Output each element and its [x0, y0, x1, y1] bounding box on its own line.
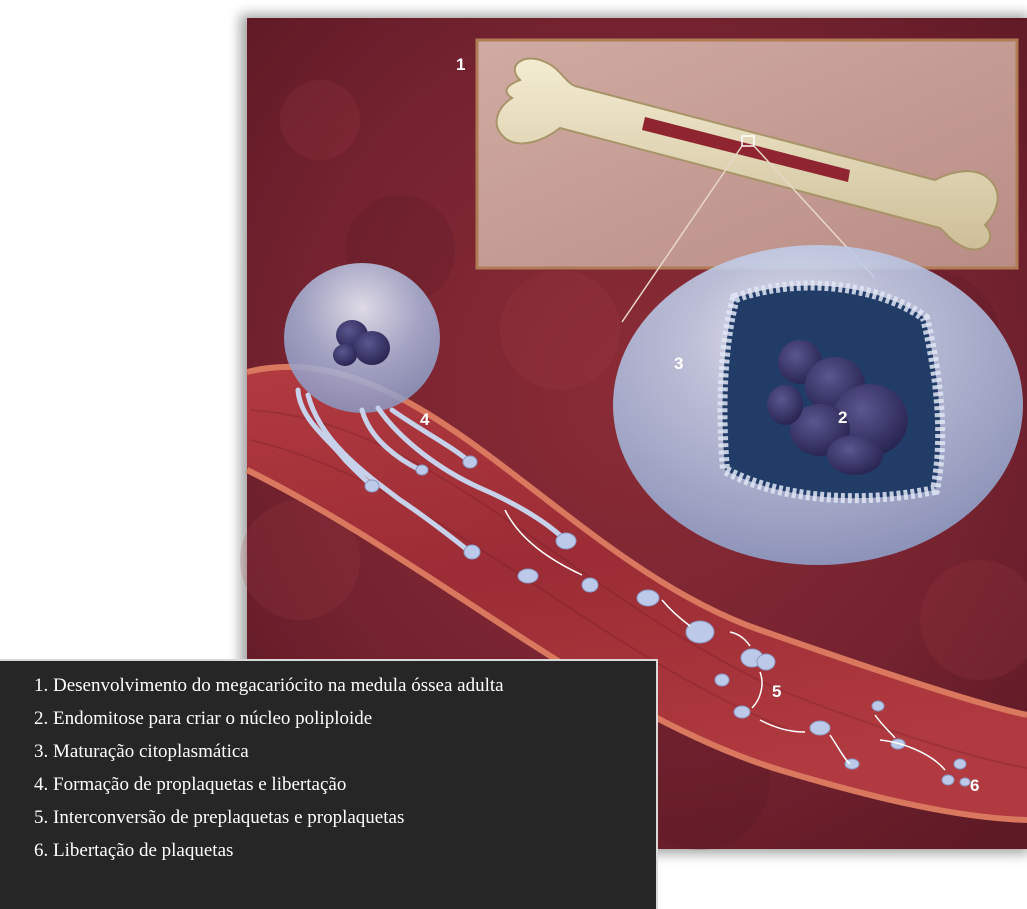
legend-item-5: 5. Interconversão de preplaquetas e prop…: [34, 801, 656, 834]
step-label-5: 5: [772, 682, 781, 701]
step-label-4: 4: [420, 410, 430, 429]
step-label-3: 3: [674, 354, 683, 373]
legend-item-1: 1. Desenvolvimento do megacariócito na m…: [34, 669, 656, 702]
step-label-1: 1: [456, 55, 465, 74]
legend-item-6: 6. Libertação de plaquetas: [34, 834, 656, 867]
step-label-6: 6: [970, 776, 979, 795]
legend-box: 1. Desenvolvimento do megacariócito na m…: [0, 659, 658, 909]
step-label-2: 2: [838, 408, 847, 427]
large-megakaryocyte: [613, 245, 1023, 565]
legend-item-3: 3. Maturação citoplasmática: [34, 735, 656, 768]
small-megakaryocyte: [284, 263, 440, 413]
legend-item-2: 2. Endomitose para criar o núcleo polipl…: [34, 702, 656, 735]
legend-list: 1. Desenvolvimento do megacariócito na m…: [34, 669, 656, 867]
legend-item-4: 4. Formação de proplaquetas e libertação: [34, 768, 656, 801]
